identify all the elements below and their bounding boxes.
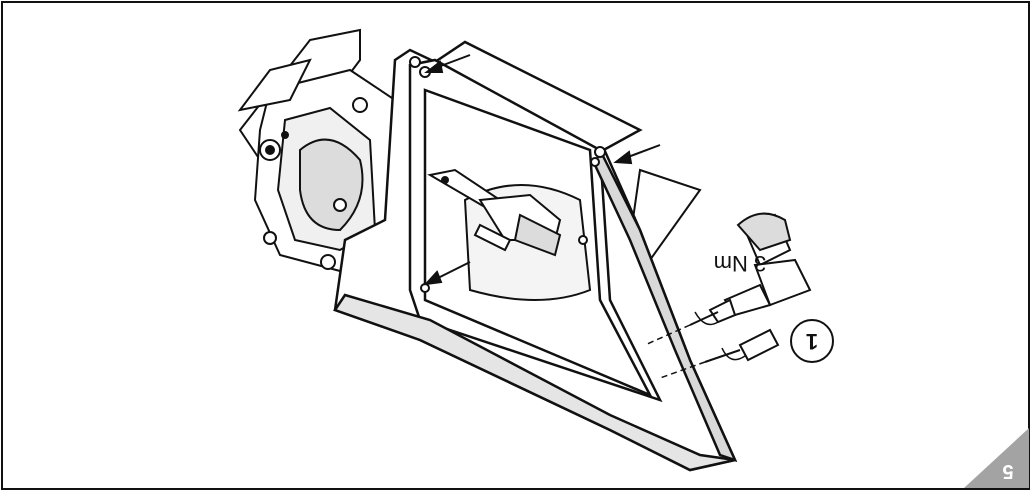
- page-number: 5: [1002, 460, 1014, 483]
- page-corner-tab: [964, 428, 1029, 488]
- pointer-arrows: [423, 54, 661, 286]
- alignment-lines: [644, 324, 706, 379]
- cordless-drill-icon: [689, 212, 812, 326]
- step-number-badge: 1: [790, 319, 834, 363]
- housing-screws: [409, 56, 606, 293]
- rotation-arrow-icon: [694, 311, 746, 361]
- motor-housing: [237, 58, 396, 277]
- torque-label: 3 Nm: [713, 251, 767, 276]
- screwdriver-icon: [704, 328, 780, 363]
- inner-mechanism: [427, 168, 592, 301]
